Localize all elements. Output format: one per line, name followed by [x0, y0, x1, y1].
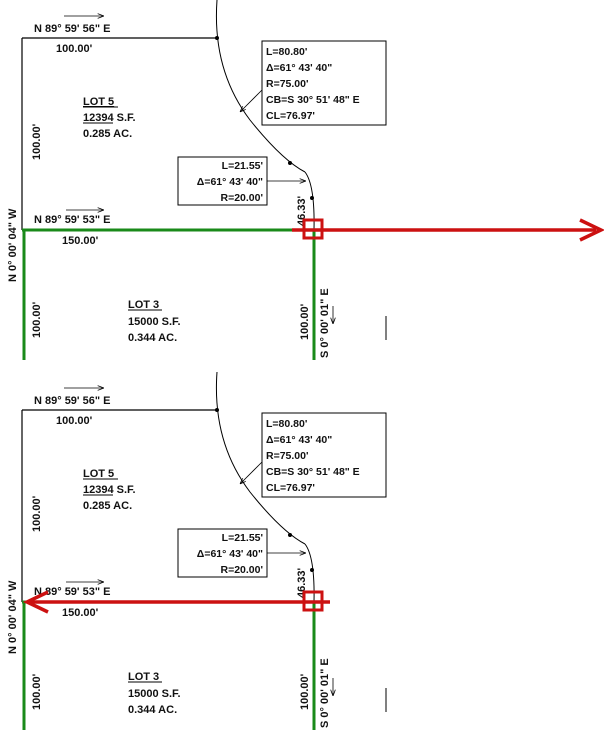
mid-distance: 150.00' — [62, 235, 99, 247]
curve-point — [215, 408, 219, 412]
small-distance: 46.33' — [296, 567, 308, 598]
curve-point — [310, 568, 314, 572]
west-bearing: N 0° 00' 04" W — [7, 208, 19, 282]
curve-point — [288, 161, 292, 165]
west-bearing: N 0° 00' 04" W — [7, 580, 19, 654]
west-distance-lower: 100.00' — [31, 301, 43, 338]
west-distance-lower: 100.00' — [31, 673, 43, 710]
mid-bearing: N 89° 59' 53" E — [34, 214, 110, 226]
lot5-area-ac: 0.285 AC. — [83, 128, 132, 140]
panel-top: N 89° 59' 56" E 100.00' LOT 5 12394 S.F.… — [7, 0, 604, 360]
curve2-data-box: L=21.55' Δ=61° 43' 40" R=20.00' — [177, 156, 306, 206]
curve-arc-small — [304, 171, 315, 231]
east-bearing: S 0° 00' 01" E — [319, 658, 331, 728]
curve1-data-box: L=80.80' Δ=61° 43' 40" R=75.00' CB=S 30°… — [240, 412, 387, 498]
curve2-line: Δ=61° 43' 40" — [197, 176, 263, 188]
small-distance: 46.33' — [296, 195, 308, 226]
curve1-line: L=80.80' — [266, 46, 307, 58]
panel-bottom: N 89° 59' 56" E 100.00' LOT 5 12394 S.F.… — [7, 371, 387, 730]
west-distance-upper: 100.00' — [31, 123, 43, 160]
curve-arc — [215, 0, 306, 173]
top-distance: 100.00' — [56, 43, 93, 55]
top-bearing: N 89° 59' 56" E — [34, 23, 110, 35]
curve1-line: R=75.00' — [266, 450, 309, 462]
west-distance-upper: 100.00' — [31, 495, 43, 532]
curve2-line: L=21.55' — [222, 532, 263, 544]
lot5-title: LOT 5 — [83, 468, 114, 480]
lot3-title: LOT 3 — [128, 299, 159, 311]
curve1-line: R=75.00' — [266, 78, 309, 90]
curve1-data-box: L=80.80' Δ=61° 43' 40" R=75.00' CB=S 30°… — [240, 40, 387, 126]
curve-point — [310, 196, 314, 200]
lot3-area-ac: 0.344 AC. — [128, 704, 177, 716]
east-bearing: S 0° 00' 01" E — [319, 288, 331, 358]
curve2-line: R=20.00' — [221, 564, 264, 576]
lot5-area-sf: 12394 S.F. — [83, 112, 136, 124]
curve2-line: R=20.00' — [221, 192, 264, 204]
curve-point — [288, 533, 292, 537]
curve1-line: CL=76.97' — [266, 110, 315, 122]
mid-distance: 150.00' — [62, 607, 99, 619]
top-distance: 100.00' — [56, 415, 93, 427]
lot5-title: LOT 5 — [83, 96, 114, 108]
lot3-area-ac: 0.344 AC. — [128, 332, 177, 344]
lot3-area-sf: 15000 S.F. — [128, 688, 181, 700]
curve2-data-box: L=21.55' Δ=61° 43' 40" R=20.00' — [177, 528, 306, 578]
lot5-area-sf: 12394 S.F. — [83, 484, 136, 496]
mid-bearing: N 89° 59' 53" E — [34, 586, 110, 598]
east-distance: 100.00' — [299, 303, 311, 340]
lot3-area-sf: 15000 S.F. — [128, 316, 181, 328]
direction-arrow-head-icon — [579, 218, 604, 242]
curve1-line: Δ=61° 43' 40" — [266, 434, 332, 446]
curve1-line: L=80.80' — [266, 418, 307, 430]
direction-arrow-head-icon — [22, 590, 49, 614]
curve1-line: CB=S 30° 51' 48" E — [266, 94, 360, 106]
lot3-title: LOT 3 — [128, 671, 159, 683]
curve2-line: Δ=61° 43' 40" — [197, 548, 263, 560]
curve-arc — [215, 371, 306, 545]
lot5-area-ac: 0.285 AC. — [83, 500, 132, 512]
east-distance: 100.00' — [299, 673, 311, 710]
top-bearing: N 89° 59' 56" E — [34, 395, 110, 407]
curve1-line: Δ=61° 43' 40" — [266, 62, 332, 74]
curve-point — [215, 36, 219, 40]
curve-arc-small — [304, 543, 315, 603]
curve2-line: L=21.55' — [222, 160, 263, 172]
curve1-line: CB=S 30° 51' 48" E — [266, 466, 360, 478]
curve1-line: CL=76.97' — [266, 482, 315, 494]
